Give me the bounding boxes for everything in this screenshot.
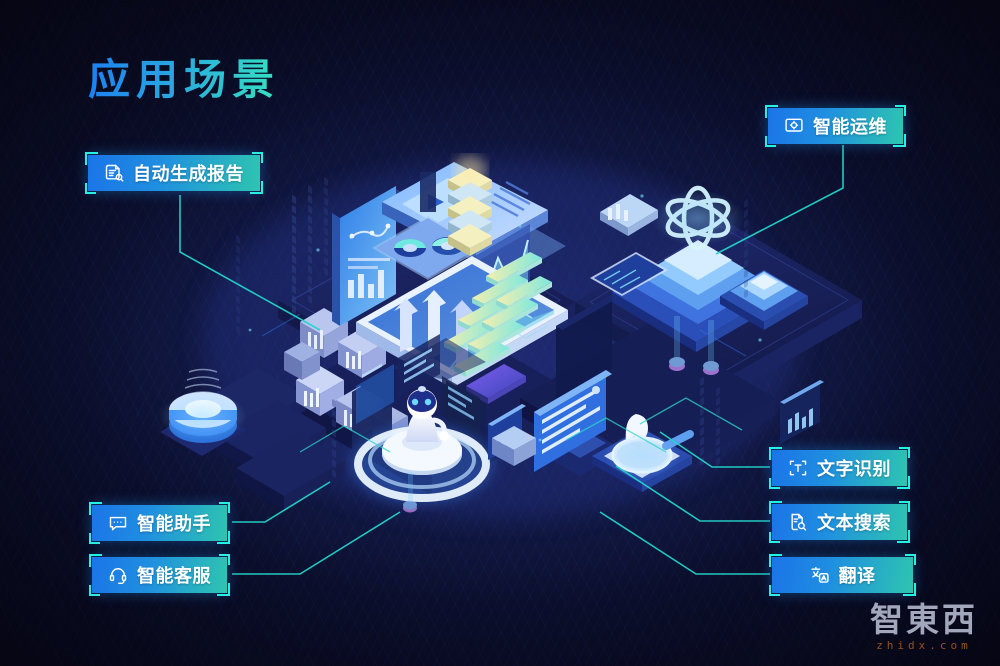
chat-bubble-icon xyxy=(108,513,128,533)
page-title: 应用场景 xyxy=(88,56,281,103)
label-translate[interactable]: 翻译 xyxy=(769,554,916,596)
label-text: 文本搜索 xyxy=(817,513,891,533)
label-smart-ops[interactable]: 智能运维 xyxy=(765,105,906,147)
label-text: 智能客服 xyxy=(137,566,211,586)
label-auto-report[interactable]: 自动生成报告 xyxy=(85,152,263,194)
label-text: 自动生成报告 xyxy=(133,164,244,184)
monitor-gear-icon xyxy=(784,116,804,136)
label-smart-assistant[interactable]: 智能助手 xyxy=(89,502,230,544)
document-report-icon xyxy=(104,163,124,183)
document-search-icon xyxy=(788,512,808,532)
text-recognition-icon xyxy=(788,458,808,478)
label-text-search[interactable]: 文本搜索 xyxy=(769,501,910,543)
translate-icon xyxy=(810,565,830,585)
label-text: 翻译 xyxy=(838,566,876,586)
label-smart-service[interactable]: 智能客服 xyxy=(89,554,230,596)
label-ocr[interactable]: 文字识别 xyxy=(769,447,910,489)
label-text: 智能运维 xyxy=(813,117,887,137)
watermark-en: zhidx.com xyxy=(876,639,972,652)
label-text: 文字识别 xyxy=(817,459,891,479)
watermark: 智東西 zhidx.com xyxy=(870,603,978,652)
label-text: 智能助手 xyxy=(137,514,211,534)
watermark-cn: 智東西 xyxy=(870,600,978,639)
headset-icon xyxy=(108,565,128,585)
